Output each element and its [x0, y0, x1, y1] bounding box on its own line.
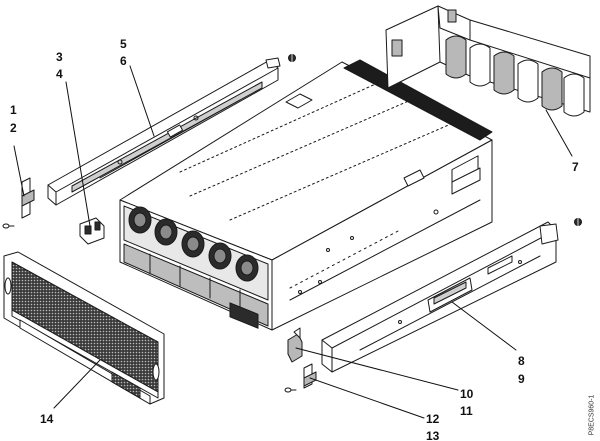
callout-11: 11 — [460, 404, 473, 418]
callout-5: 5 — [120, 37, 127, 51]
server-chassis — [119, 59, 493, 331]
screw-icon — [284, 387, 297, 393]
screw-icon — [288, 53, 296, 63]
callout-14: 14 — [40, 412, 54, 426]
callout-2: 2 — [10, 121, 17, 135]
callout-6: 6 — [120, 54, 127, 68]
rear-nut-clip — [287, 327, 303, 363]
leader-lines — [13, 65, 573, 419]
fan-icon — [208, 242, 232, 270]
callout-3: 3 — [56, 50, 63, 64]
nut-clip — [79, 217, 105, 245]
fan-icon — [181, 230, 205, 258]
screw-icon — [2, 223, 15, 229]
callout-13: 13 — [426, 429, 440, 441]
callout-10: 10 — [460, 387, 474, 401]
callout-9: 9 — [518, 372, 525, 386]
left-bracket — [21, 177, 35, 219]
callout-12: 12 — [426, 412, 440, 426]
rear-bracket — [303, 363, 317, 389]
callout-8: 8 — [518, 354, 525, 368]
cable-management-arm — [385, 5, 591, 117]
figure-id-text: P8ECS960-1 — [588, 394, 596, 436]
fan-icon — [154, 218, 178, 246]
fan-icon — [235, 254, 259, 282]
callout-4: 4 — [56, 67, 63, 81]
figure-id: P8ECS960-1 — [586, 392, 598, 438]
callout-1: 1 — [10, 103, 17, 117]
callout-7: 7 — [572, 160, 579, 174]
right-rail — [321, 221, 559, 373]
front-bezel — [3, 251, 165, 405]
left-rail — [47, 57, 281, 206]
fan-icon — [128, 206, 152, 234]
screw-icon — [574, 217, 582, 227]
